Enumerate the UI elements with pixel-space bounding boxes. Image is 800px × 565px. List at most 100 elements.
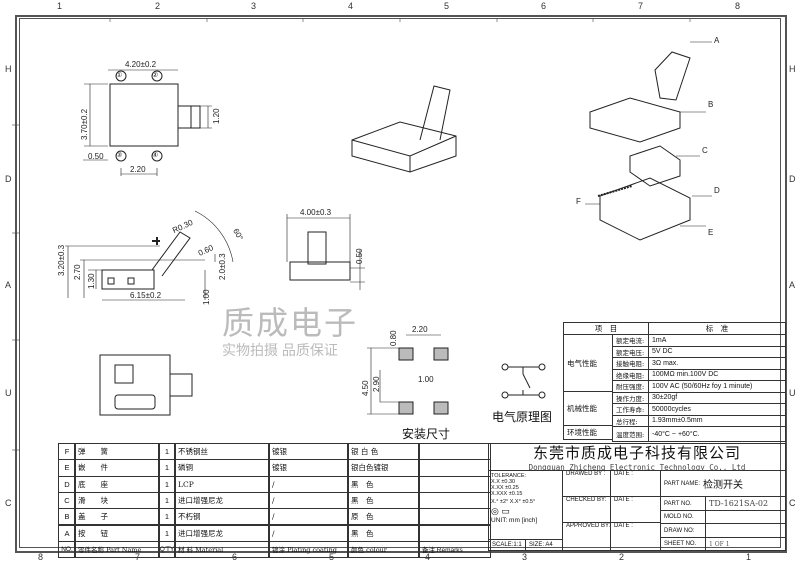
date-drawed: DATE : [610,470,661,497]
grid-number: 6 [541,1,547,11]
grid-letter: D [5,174,12,184]
grid-number: 4 [348,1,354,11]
pin-label: ④ [152,152,159,159]
dim-pitch: 2.20 [130,165,146,174]
dim-width: 4.20±0.2 [125,60,157,69]
part-callout: C [702,146,708,155]
grid-number: 1 [57,1,63,11]
sheet-no: 1 OF 1 [705,537,786,551]
dim-front-width: 4.00±0.3 [300,208,332,217]
mold-no [705,510,786,524]
grid-number: 6 [232,552,238,562]
part-callout: E [708,228,714,237]
part-no: TD-1621SA-02 [705,496,786,511]
bom-row-cell: / [268,475,349,493]
bom-header-row-cell: 材 料 Material [174,540,270,559]
bom-header-row-cell: 颜色 colour [347,540,420,559]
spec-group: 电气性能 [563,334,613,392]
dim-pad-size: 0.80 [389,330,398,346]
bom-row-cell: 进口增强尼龙 [174,524,270,542]
grid-number: 4 [425,552,431,562]
part-callout: D [714,186,720,195]
bom-row-cell: 滑 块 [74,491,160,510]
grid-number: 8 [38,552,44,562]
bom-row-cell: 银白色镀银 [347,459,420,477]
grid-letter: A [5,280,12,290]
tolerance-angles: X.° ±2° X.X° ±0.5° [491,499,536,505]
exploded-view [585,41,712,241]
grid-letter: U [789,388,796,398]
bom-row-cell: 按 钮 [74,524,160,542]
bom-row-cell: 底 座 [74,475,160,493]
bom-row-cell: 磷铜 [174,459,270,477]
bom-row-cell [418,443,491,461]
spec-group: 环境性能 [563,425,613,440]
company-name-cn: 东莞市质成电子科技有限公司 [532,444,741,462]
bom-row-cell: 弹 簧 [74,443,160,461]
grid-letter: H [789,64,796,74]
bom-row-cell: 镀银 [268,443,349,461]
part-name-cell: PART NAME:检测开关 [660,470,786,497]
dim-pad-pitch: 2.20 [412,325,428,334]
grid-letter: U [5,388,12,398]
spec-group: 机械性能 [563,391,613,426]
grid-number: 5 [329,552,335,562]
bom-row-cell: 嵌 件 [74,459,160,477]
bom-row-cell: / [268,491,349,510]
scale: SCALE:1:1 [488,539,526,551]
draw-no [705,523,786,538]
grid-letter: C [789,498,796,508]
mounting-title: 安装尺寸 [402,427,451,441]
drawing-frame [15,15,787,553]
date-approved: DATE : [610,522,661,551]
grid-number: 2 [155,1,161,11]
checked-by: CHECKED BY: [562,496,611,523]
part-name-label: PART NAME: [664,480,701,487]
draw-no-label: DRAW NO: [660,523,706,538]
bom-row-cell [418,491,491,510]
size: SIZE: A4 [525,539,563,551]
dim-base-height: 1.30 [87,273,96,289]
grid-number: 1 [746,552,752,562]
part-callout: B [708,100,714,109]
grid-number: 5 [444,1,450,11]
bom-header-row-cell: NO. [58,540,76,559]
pin-label: ① [116,72,123,79]
bom-row-cell: 镀银 [268,459,349,477]
grid-number: 3 [251,1,257,11]
approved-by: APPROVED BY: [562,522,611,551]
bom-row-cell: / [268,508,349,526]
dim-front-h: 0.50 [355,248,364,264]
spec-item: 温度范围: [612,426,649,442]
watermark-subtitle: 实物拍摄 品质保证 [222,342,338,358]
part-callout: F [576,197,581,206]
bom-header-row-cell: Q'TY [158,540,176,559]
dim-total-height: 3.20±0.3 [57,244,66,276]
tolerance-line: X.XX ±0.25 [491,485,519,491]
circuit-diagram [501,363,546,399]
bom-row-cell [418,508,491,526]
projection-symbol-icon: ◎ ▭ [491,506,510,516]
drawed-by: DRAWED BY : [562,470,611,497]
tolerance-title: TOLERANCE: [491,473,527,479]
grid-letter: H [5,64,12,74]
part-callout: A [714,36,720,45]
dim-travel: 2.0±0.3 [218,253,227,280]
spec-value: -40°C ~ +60°C. [648,426,786,442]
tolerance-line: X.X ±0.30 [491,479,516,485]
dim-body-height: 2.70 [73,264,82,280]
bom-row-cell: 不锈钢丝 [174,443,270,461]
side-view-outline [65,210,234,301]
bom-row-cell: 盖 子 [74,508,160,526]
bom-row-cell: 黑 色 [347,491,420,510]
bom-row-cell [418,459,491,477]
dim-pad-gap: 2.90 [372,376,381,392]
bom-row-cell: 黑 色 [347,475,420,493]
bom-row-cell: 原 色 [347,508,420,526]
dim-offset: 0.50 [88,152,104,161]
bom-row-cell [418,524,491,542]
pin-label: ③ [116,152,123,159]
grid-letter: D [789,174,796,184]
